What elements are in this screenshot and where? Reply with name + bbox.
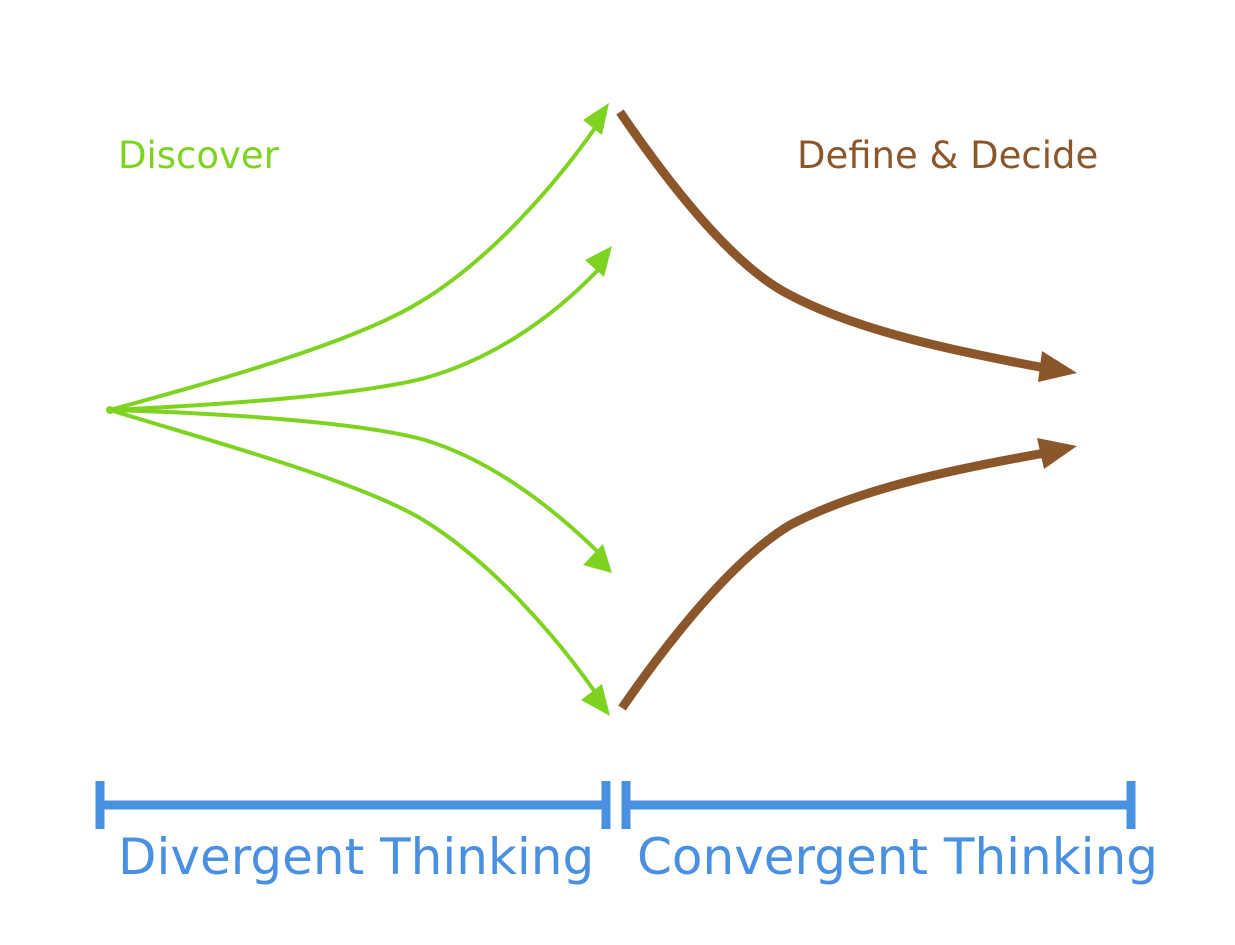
divergent-arrows xyxy=(106,126,600,694)
convergent-thinking-label: Convergent Thinking xyxy=(637,828,1158,886)
convergent-arrows xyxy=(616,109,1046,711)
convergent-arrowheads xyxy=(1037,351,1077,469)
convergent-arrow-bottom xyxy=(618,448,1046,711)
convergent-arrow-top xyxy=(616,109,1046,373)
define-decide-label: Define & Decide xyxy=(797,134,1099,177)
divergent-arrow-3 xyxy=(108,408,600,554)
divergent-bracket xyxy=(95,781,611,829)
discover-label: Discover xyxy=(118,134,279,177)
convergent-arrowhead-bottom xyxy=(1037,438,1077,469)
convergent-arrowhead-top xyxy=(1038,351,1077,382)
divergent-arrowhead-4 xyxy=(581,684,610,716)
divergent-origin-dot xyxy=(106,406,114,414)
convergent-bracket xyxy=(621,781,1136,829)
divergent-arrowhead-2 xyxy=(585,246,612,277)
divergent-thinking-label: Divergent Thinking xyxy=(118,828,595,886)
divergent-arrow-4 xyxy=(108,408,597,694)
divergent-arrowheads xyxy=(581,103,612,716)
divergent-arrowhead-1 xyxy=(583,103,609,135)
divergent-arrow-1 xyxy=(108,126,597,412)
divergent-arrow-2 xyxy=(108,268,600,412)
divergent-arrowhead-3 xyxy=(583,544,612,573)
